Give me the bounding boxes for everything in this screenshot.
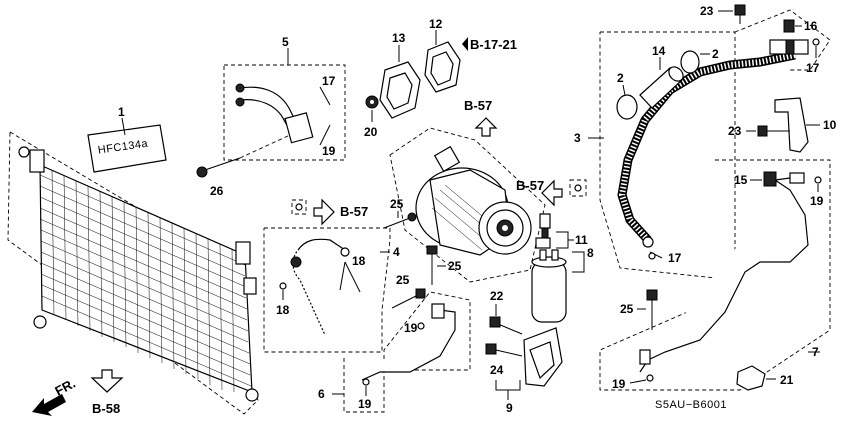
suction-pipe-fitting — [235, 83, 314, 144]
front-arrow: FR. — [32, 376, 78, 416]
callout-2-b: 2 — [712, 47, 719, 61]
ref-b-57-left-label: B-57 — [340, 204, 368, 219]
ref-b-58-label: B-58 — [92, 401, 120, 416]
grommet-12 — [424, 41, 461, 93]
bolt-25-b — [426, 245, 438, 285]
clip-right — [569, 179, 587, 197]
bracket-10 — [774, 97, 809, 153]
pressure-switch-11 — [535, 213, 551, 249]
ref-b-58: B-58 — [90, 369, 124, 416]
liquid-line-6 — [361, 303, 456, 381]
ref-b-57-top-label: B-57 — [464, 98, 492, 113]
diagram-code: S5AU−B6001 — [655, 399, 727, 411]
o-ring-2-b — [680, 50, 700, 74]
suction-hose — [617, 50, 796, 248]
ref-b-57-right-label: B-57 — [516, 178, 544, 193]
nut-15 — [763, 171, 777, 187]
callout-22: 22 — [490, 289, 504, 303]
callout-8: 8 — [587, 246, 594, 260]
callout-4: 4 — [393, 245, 400, 259]
fitting-top-right — [769, 39, 809, 55]
callout-19-b: 19 — [404, 321, 418, 335]
nut-16 — [783, 19, 795, 33]
clip-21 — [736, 365, 766, 391]
ref-b-17-21: B-17-21 — [462, 37, 517, 52]
callout-18-b: 18 — [276, 303, 290, 317]
insulator-14 — [639, 66, 684, 109]
callout-17-a: 17 — [322, 74, 336, 88]
callout-15: 15 — [734, 173, 748, 187]
compressor — [415, 145, 532, 256]
ref-b-57-left: B-57 — [313, 198, 368, 226]
bolt-23-a — [734, 4, 746, 24]
bolt-25-c — [391, 288, 426, 309]
ref-b-57-top: B-57 — [464, 98, 498, 137]
callout-1: 1 — [118, 105, 125, 119]
o-ring-2-a — [616, 94, 638, 120]
callout-2-a: 2 — [617, 71, 624, 85]
liquid-line-7 — [639, 172, 809, 373]
receiver-dryer — [531, 249, 567, 323]
callout-19-d: 19 — [810, 194, 824, 208]
callout-6: 6 — [318, 387, 325, 401]
callout-5: 5 — [282, 35, 289, 49]
bolt-26 — [196, 134, 291, 178]
bracket-9 — [523, 327, 563, 387]
bolt-25-d — [646, 289, 658, 330]
nut-20 — [365, 95, 379, 109]
bolt-23-b — [757, 125, 790, 137]
callout-3: 3 — [574, 131, 581, 145]
discharge-hose — [290, 238, 350, 336]
callout-18-a: 18 — [352, 254, 366, 268]
callout-24: 24 — [490, 363, 504, 377]
refrigerant-label-plate: HFC134a — [87, 124, 167, 173]
callout-19-c: 19 — [358, 397, 372, 411]
callout-25-b: 25 — [448, 259, 462, 273]
callout-25-a: 25 — [390, 197, 404, 211]
bolt-22 — [489, 316, 523, 335]
bolt-25-a — [383, 212, 417, 229]
callout-26: 26 — [210, 184, 224, 198]
callout-12: 12 — [429, 17, 443, 31]
front-label: FR. — [52, 376, 78, 399]
clip-left — [291, 199, 307, 215]
callout-25-c: 25 — [396, 273, 410, 287]
callout-10: 10 — [823, 118, 837, 132]
grommet-13 — [379, 61, 421, 119]
callout-13: 13 — [392, 31, 406, 45]
callout-9: 9 — [506, 401, 513, 415]
callout-17-c: 17 — [806, 61, 820, 75]
callout-21: 21 — [780, 373, 794, 387]
callout-11: 11 — [575, 233, 588, 247]
callout-23-b: 23 — [728, 124, 742, 138]
callout-19-e: 19 — [612, 377, 626, 391]
ref-b-57-right: B-57 — [516, 178, 563, 207]
ref-b-17-21-label: B-17-21 — [470, 37, 517, 52]
callout-20: 20 — [364, 125, 378, 139]
condenser — [7, 131, 259, 415]
callout-23-a: 23 — [700, 4, 714, 18]
callout-17-b: 17 — [668, 251, 682, 265]
callout-7: 7 — [812, 345, 819, 359]
callout-16: 16 — [804, 19, 818, 33]
callout-25-d: 25 — [620, 302, 634, 316]
bolt-24 — [485, 343, 523, 357]
callout-14: 14 — [652, 44, 666, 58]
callout-19-a: 19 — [322, 144, 336, 158]
